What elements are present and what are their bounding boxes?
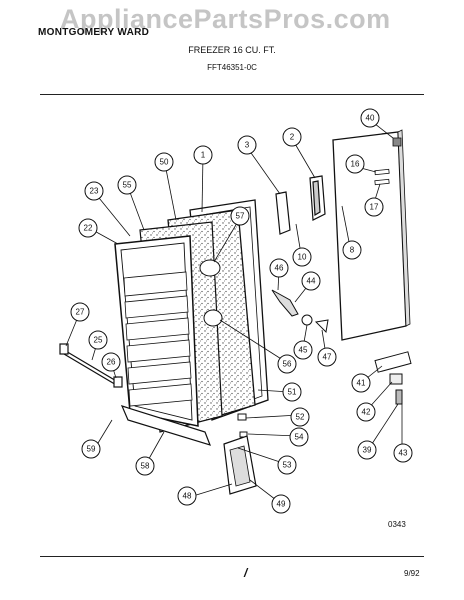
callout-1: 1 — [201, 151, 206, 160]
callout-10: 10 — [298, 253, 307, 262]
callout-52: 52 — [296, 413, 305, 422]
callout-41: 41 — [357, 379, 366, 388]
callout-22: 22 — [84, 224, 93, 233]
bottom-rule — [40, 556, 424, 557]
callout-55: 55 — [123, 181, 132, 190]
callout-23: 23 — [90, 187, 99, 196]
outer-door-panel — [332, 129, 411, 341]
callout-27: 27 — [76, 308, 85, 317]
callout-50: 50 — [160, 158, 169, 167]
shelf-bar — [59, 343, 123, 388]
callout-26: 26 — [107, 358, 116, 367]
callout-16: 16 — [351, 160, 360, 169]
callout-17: 17 — [370, 203, 379, 212]
callout-53: 53 — [283, 461, 292, 470]
callout-8: 8 — [350, 246, 355, 255]
callout-25: 25 — [94, 336, 103, 345]
callout-2: 2 — [290, 133, 295, 142]
callout-bubbles — [70, 108, 413, 514]
model-number: FFT46351-0C — [207, 63, 257, 72]
callout-58: 58 — [141, 462, 150, 471]
callout-39: 39 — [363, 446, 372, 455]
callout-48: 48 — [183, 492, 192, 501]
callout-59: 59 — [87, 445, 96, 454]
hinge-bracket — [223, 435, 257, 495]
callout-40: 40 — [366, 114, 375, 123]
watermark-text: AppliancePartsPros.com — [60, 4, 391, 34]
callout-45: 45 — [299, 346, 308, 355]
toe-plate — [120, 405, 212, 446]
inner-door — [114, 235, 199, 427]
diagram-title: FREEZER 16 CU. FT. — [188, 45, 276, 55]
callout-47: 47 — [323, 353, 332, 362]
revision-date: 9/92 — [404, 569, 420, 578]
top-rule — [40, 94, 424, 95]
callout-57: 57 — [236, 212, 245, 221]
callout-43: 43 — [399, 449, 408, 458]
door-handle — [275, 175, 326, 235]
callout-51: 51 — [288, 388, 297, 397]
callout-49: 49 — [277, 500, 286, 509]
callout-42: 42 — [362, 408, 371, 417]
callout-54: 54 — [295, 433, 304, 442]
diagram-code: 0343 — [388, 520, 406, 529]
callout-44: 44 — [307, 277, 316, 286]
callout-3: 3 — [245, 141, 250, 150]
hinge-pin-part — [392, 137, 402, 147]
callout-56: 56 — [283, 360, 292, 369]
footer-mark: / — [244, 566, 248, 580]
brand-header: MONTGOMERY WARD — [38, 27, 150, 38]
callout-46: 46 — [275, 264, 284, 273]
